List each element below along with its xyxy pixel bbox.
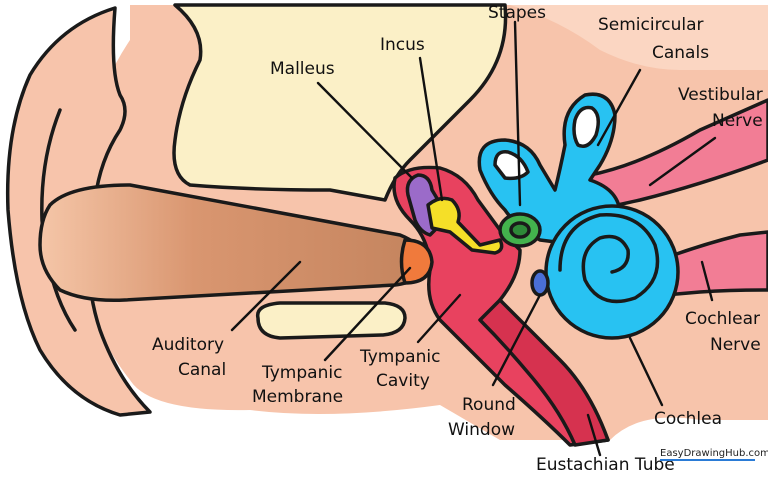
label-tympanic-membrane-1: Tympanic <box>261 363 342 383</box>
label-cochlea: Cochlea <box>654 409 722 429</box>
lower-bone <box>255 301 407 340</box>
stapes-footplate <box>509 221 531 239</box>
eustachian-tube <box>478 298 610 447</box>
label-tympanic-membrane-2: Membrane <box>252 387 343 407</box>
label-round-window-1: Round <box>462 395 516 415</box>
label-cochlear-nerve-2: Nerve <box>710 335 761 355</box>
cochlea <box>544 204 680 340</box>
label-eustachian-tube: Eustachian Tube <box>536 455 675 475</box>
label-vestibular-nerve-2: Nerve <box>712 111 763 131</box>
label-auditory-canal-2: Canal <box>178 360 226 380</box>
label-cochlear-nerve-1: Cochlear <box>685 309 760 329</box>
leader-lines <box>230 20 717 457</box>
label-tympanic-cavity-1: Tympanic <box>359 347 440 367</box>
label-malleus: Malleus <box>270 59 335 79</box>
skin-back <box>130 5 768 70</box>
label-semicircular-canals-2: Canals <box>652 43 709 63</box>
label-vestibular-nerve-1: Vestibular <box>678 85 763 105</box>
tympanic-membrane <box>399 238 434 285</box>
label-auditory-canal-1: Auditory <box>152 335 224 355</box>
label-round-window-2: Window <box>448 420 515 440</box>
incus <box>426 196 504 255</box>
label-incus: Incus <box>380 35 425 55</box>
label-semicircular-canals-1: Semicircular <box>598 15 703 35</box>
label-stapes: Stapes <box>488 3 546 23</box>
watermark: EasyDrawingHub.com <box>660 448 768 459</box>
round-window <box>530 269 550 297</box>
temporal-bone <box>172 3 508 202</box>
label-tympanic-cavity-2: Cavity <box>376 371 430 391</box>
